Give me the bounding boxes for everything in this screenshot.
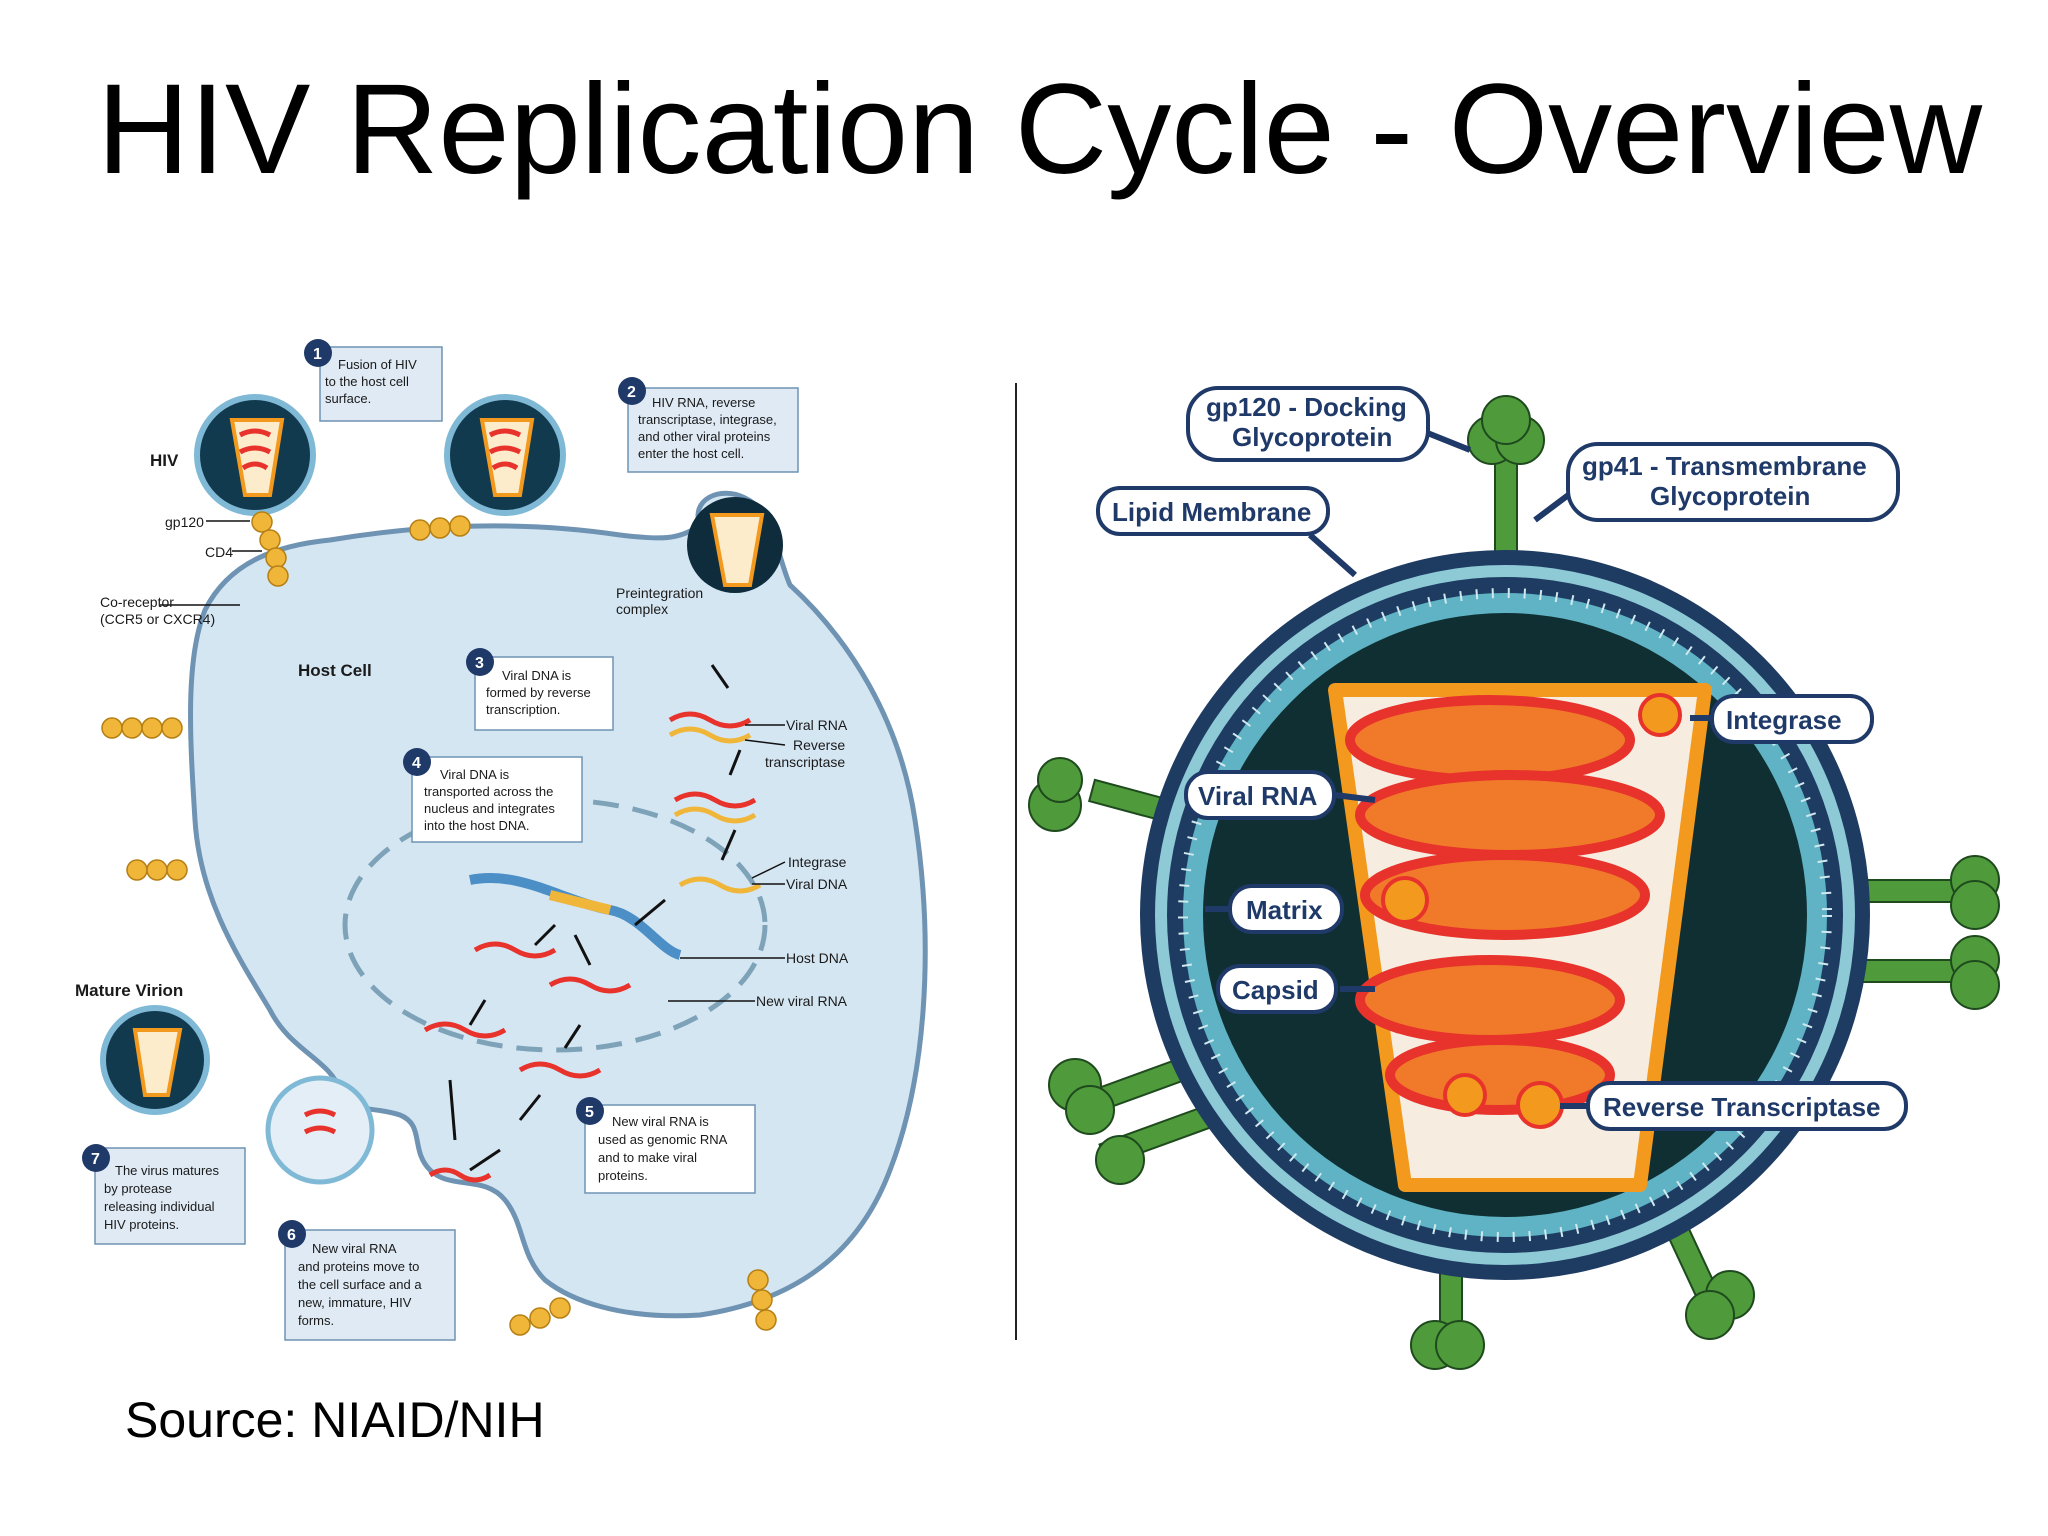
callout-capsid: Capsid — [1216, 964, 1338, 1014]
new-viral-rna-label: New viral RNA — [756, 993, 848, 1009]
svg-text:New viral RNA: New viral RNA — [312, 1241, 397, 1256]
step-3-box: 3 Viral DNA is formed by reverse transcr… — [466, 648, 614, 731]
svg-text:1: 1 — [313, 346, 322, 363]
svg-text:enter the host cell.: enter the host cell. — [638, 446, 744, 461]
callout-gp41: gp41 - Transmembrane Glycoprotein — [1566, 442, 1900, 522]
svg-text:Viral DNA is: Viral DNA is — [440, 767, 510, 782]
svg-text:4: 4 — [412, 755, 421, 772]
host-cell-label: Host Cell — [298, 661, 372, 680]
viral-dna-label: Viral DNA — [786, 876, 848, 892]
svg-text:Glycoprotein: Glycoprotein — [1650, 481, 1810, 511]
svg-text:and other viral proteins: and other viral proteins — [638, 429, 771, 444]
step-7-box: 7 The virus matures by protease releasin… — [82, 1144, 246, 1245]
svg-text:Lipid Membrane: Lipid Membrane — [1112, 497, 1311, 527]
svg-text:releasing individual: releasing individual — [104, 1199, 215, 1214]
callout-matrix: Matrix — [1228, 884, 1344, 934]
svg-text:gp41 - Transmembrane: gp41 - Transmembrane — [1582, 451, 1867, 481]
svg-text:6: 6 — [287, 1227, 296, 1244]
svg-text:new, immature, HIV: new, immature, HIV — [298, 1295, 412, 1310]
svg-text:Capsid: Capsid — [1232, 975, 1319, 1005]
svg-text:Matrix: Matrix — [1246, 895, 1323, 925]
callout-gp120: gp120 - Docking Glycoprotein — [1186, 386, 1430, 462]
co-receptor-type-label: (CCR5 or CXCR4) — [100, 611, 215, 627]
svg-text:Reverse Transcriptase: Reverse Transcriptase — [1603, 1092, 1881, 1122]
reverse-transcription-strands — [668, 711, 762, 894]
leader-lines — [160, 520, 786, 1002]
co-receptor-label: Co-receptor — [100, 594, 174, 610]
hiv-virion-fusing-icon — [444, 394, 566, 516]
svg-text:New viral RNA is: New viral RNA is — [612, 1114, 709, 1129]
column-divider — [1015, 383, 1017, 1340]
host-cell-membrane — [188, 490, 928, 1319]
svg-text:and proteins move to: and proteins move to — [298, 1259, 419, 1274]
reverse-label: Reverse — [793, 737, 845, 753]
svg-text:by protease: by protease — [104, 1181, 172, 1196]
integrase-label: Integrase — [788, 854, 847, 870]
svg-text:Glycoprotein: Glycoprotein — [1232, 422, 1392, 452]
hiv-virion-structure — [1028, 395, 2000, 1370]
svg-text:surface.: surface. — [325, 391, 371, 406]
svg-text:Viral RNA: Viral RNA — [1198, 781, 1318, 811]
callout-lipid-membrane: Lipid Membrane — [1096, 486, 1330, 536]
svg-text:transcription.: transcription. — [486, 702, 560, 717]
callout-reverse-transcriptase: Reverse Transcriptase — [1586, 1081, 1908, 1131]
viral-dna-segment — [548, 890, 612, 915]
svg-text:the cell surface and a: the cell surface and a — [298, 1277, 422, 1292]
host-dna-label: Host DNA — [786, 950, 849, 966]
svg-text:used as genomic RNA: used as genomic RNA — [598, 1132, 728, 1147]
cd4-label: CD4 — [205, 544, 233, 560]
gp120-label: gp120 — [165, 514, 204, 530]
callout-viral-rna: Viral RNA — [1184, 770, 1336, 820]
preintegration-label: Preintegration — [616, 585, 703, 601]
viral-rna-label: Viral RNA — [786, 717, 848, 733]
svg-text:Fusion of HIV: Fusion of HIV — [338, 357, 417, 372]
hiv-label: HIV — [150, 451, 179, 470]
svg-text:to the host cell: to the host cell — [325, 374, 409, 389]
svg-text:2: 2 — [627, 384, 636, 401]
preintegration-complex-label: complex — [616, 601, 668, 617]
enzyme-spheres — [1381, 693, 1682, 1129]
entering-capsid-icon — [687, 497, 783, 593]
svg-text:HIV RNA, reverse: HIV RNA, reverse — [652, 395, 755, 410]
step-5-box: 5 New viral RNA is used as genomic RNA a… — [576, 1097, 756, 1194]
step-1-box: 1 Fusion of HIV to the host cell surface… — [304, 339, 443, 422]
svg-text:gp120 - Docking: gp120 - Docking — [1206, 392, 1407, 422]
svg-text:and to make viral: and to make viral — [598, 1150, 697, 1165]
step-2-box: 2 HIV RNA, reverse transcriptase, integr… — [618, 377, 799, 473]
step-6-box: 6 New viral RNA and proteins move to the… — [278, 1220, 456, 1341]
svg-text:forms.: forms. — [298, 1313, 334, 1328]
mature-virion-icon — [100, 1005, 210, 1115]
svg-text:Integrase: Integrase — [1726, 705, 1842, 735]
svg-text:transcriptase, integrase,: transcriptase, integrase, — [638, 412, 777, 427]
svg-text:transported across the: transported across the — [424, 784, 553, 799]
pathway-arrows — [448, 664, 742, 1172]
svg-text:The virus matures: The virus matures — [115, 1163, 220, 1178]
svg-text:formed by reverse: formed by reverse — [486, 685, 591, 700]
cd4-receptor-chain — [101, 511, 777, 1336]
svg-text:7: 7 — [91, 1151, 100, 1168]
step-4-box: 4 Viral DNA is transported across the nu… — [403, 748, 583, 843]
transcriptase-label: transcriptase — [765, 754, 845, 770]
source-credit: Source: NIAID/NIH — [125, 1392, 545, 1448]
new-viral-rna-strands — [423, 941, 632, 1183]
svg-text:3: 3 — [475, 655, 484, 672]
hiv-virion-icon — [194, 394, 316, 516]
svg-text:Viral DNA is: Viral DNA is — [502, 668, 572, 683]
svg-text:HIV proteins.: HIV proteins. — [104, 1217, 179, 1232]
svg-text:5: 5 — [585, 1104, 594, 1121]
svg-text:proteins.: proteins. — [598, 1168, 648, 1183]
svg-text:nucleus and integrates: nucleus and integrates — [424, 801, 555, 816]
callout-integrase: Integrase — [1710, 694, 1874, 744]
svg-text:into the host DNA.: into the host DNA. — [424, 818, 530, 833]
mature-virion-label: Mature Virion — [75, 981, 183, 1000]
budding-virion-icon — [265, 1075, 375, 1185]
slide-title: HIV Replication Cycle - Overview — [97, 58, 1982, 201]
